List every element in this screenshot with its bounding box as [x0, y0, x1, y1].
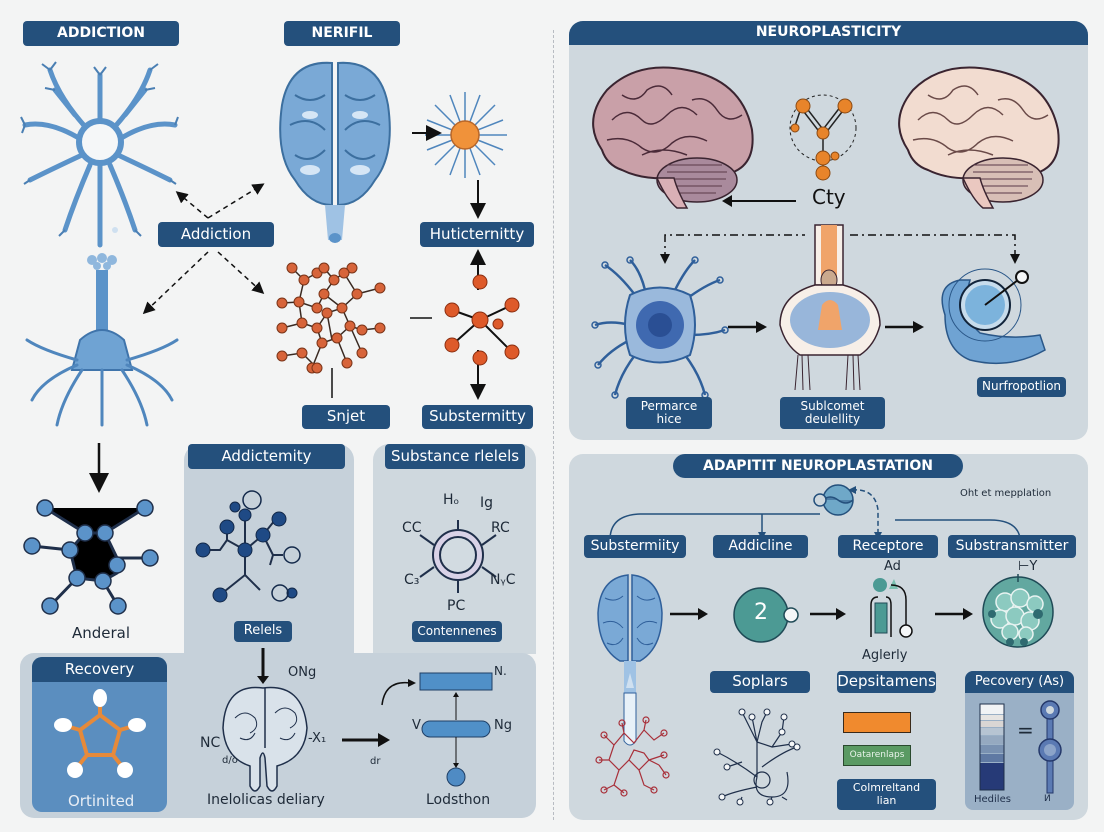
atom-nyc: NᵧC — [490, 572, 516, 588]
neuroplasticity-arrows — [660, 195, 1020, 333]
brain-small-icon — [597, 574, 663, 746]
flow-annotation-v: V — [412, 718, 421, 733]
permarce-label: Permarce hice — [626, 397, 712, 429]
brain-outline-icon — [222, 648, 308, 792]
neuroplasticity-header — [569, 21, 1088, 45]
step-number: 2 — [754, 600, 768, 625]
flow-diagram-icon — [342, 672, 493, 787]
step-circle-icon — [733, 587, 799, 643]
sublcomet-label: Sublcomet deulellity — [780, 397, 885, 429]
molecule-orange-center-icon — [789, 94, 857, 181]
addictemity-title: Addictemity — [188, 444, 345, 469]
transmitter-annotation: ⊢Y — [1018, 559, 1038, 574]
neuron-icon — [20, 61, 179, 248]
atom-ig: Ig — [480, 495, 494, 511]
probe-label: И — [1044, 794, 1051, 804]
agierly-caption: Aglerly — [862, 648, 908, 663]
nurfropotlion-label: Nurfropotlion — [977, 377, 1066, 397]
brain-annotation-nc: NC — [200, 735, 221, 751]
section-divider — [553, 30, 554, 820]
molecule-network-icon — [276, 262, 386, 398]
substance-title: Substance rlelels — [385, 444, 525, 469]
adaptive-arrows — [670, 608, 973, 620]
receptor-annotation: Ad — [884, 559, 901, 574]
colorbar-label: Colmreltand lian — [837, 779, 936, 810]
category-addicline: Addicline — [713, 535, 808, 558]
flow-annotation-dr: dr — [370, 756, 381, 767]
dendrite-tree-icon — [713, 708, 801, 806]
receptor-cell-icon — [425, 92, 507, 178]
brain-beige-icon — [898, 66, 1060, 209]
gradient-scale-icon — [979, 703, 1005, 791]
blue-molecule-icon — [23, 499, 159, 615]
category-receptore: Receptore — [838, 535, 938, 558]
contennenes-label: Contennenes — [412, 621, 502, 642]
flow-annotation-n: N. — [494, 664, 507, 678]
title-nerifil: NERIFIL — [284, 21, 400, 46]
probe-icon — [1038, 700, 1062, 794]
brain-diagram-caption: Inelolicas deliary — [207, 792, 325, 808]
dark-molecule-icon — [195, 490, 301, 603]
addiction-label: Addiction — [158, 222, 274, 247]
category-substransmitter: Substransmitter — [948, 535, 1076, 558]
orange-swatch — [843, 712, 911, 733]
adaptive-title: ADAPITIT NEUROPLASTATION — [673, 454, 963, 478]
neuroplasticity-title: NEUROPLASTICITY — [755, 24, 902, 40]
recovery-panel — [32, 657, 167, 812]
receptor-figure-icon — [870, 578, 913, 638]
depsitamens-label: Depsitamens — [837, 671, 936, 693]
atom-rc: RC — [491, 520, 510, 536]
receptor-disc-icon — [941, 268, 1046, 365]
red-molecule-icon — [595, 716, 670, 797]
flow-annotation-ng: Ng — [494, 718, 512, 733]
transmitter-cluster-icon — [982, 574, 1054, 648]
green-chip-label: Oatarenlaps — [849, 750, 905, 760]
green-chip — [843, 745, 911, 766]
recovery-title: Recovery — [32, 657, 167, 682]
scale-label: Hediles — [974, 794, 1011, 805]
recovery-as-title: Pecovery (As) — [965, 671, 1074, 693]
orange-molecule-icon — [444, 274, 520, 366]
hucticemity-label: Huticternitty — [420, 222, 534, 247]
brain-annotation-x: -X₁ — [308, 731, 327, 746]
equals-sign: = — [1017, 718, 1034, 742]
soplars-label: Soplars — [710, 671, 810, 693]
title-addiction: ADDICTION — [23, 21, 179, 46]
relels-label: Relels — [234, 621, 292, 642]
atom-pc: PC — [447, 598, 466, 614]
pentagon-molecule-icon — [54, 689, 146, 778]
brain-pink-icon — [592, 66, 754, 209]
category-substermiity: Substermiity — [584, 535, 686, 558]
brain-annotation-do: d/o — [222, 755, 238, 766]
substermitty-label: Substermitty — [422, 405, 533, 429]
snjet-label: Snjet — [302, 405, 390, 429]
adaptive-annotation: Oht et mepplation — [960, 488, 1052, 499]
atom-c3: C₃ — [404, 572, 420, 588]
ring-molecule-icon — [419, 520, 497, 593]
brain-annotation-ong: ONg — [288, 665, 317, 680]
anderal-caption: Anderal — [72, 624, 131, 642]
synapse-icon — [779, 224, 881, 391]
flow-diagram-caption: Lodsthon — [426, 792, 491, 808]
brain-icon — [279, 61, 391, 243]
atom-ho: Hₒ — [443, 492, 460, 508]
recovery-footer: Ortinited — [68, 792, 135, 810]
blue-neuron-cell-icon — [591, 256, 729, 399]
neuron-axon-icon — [25, 253, 179, 427]
atom-cc: CC — [402, 520, 422, 536]
cty-text: Cty — [812, 185, 846, 209]
